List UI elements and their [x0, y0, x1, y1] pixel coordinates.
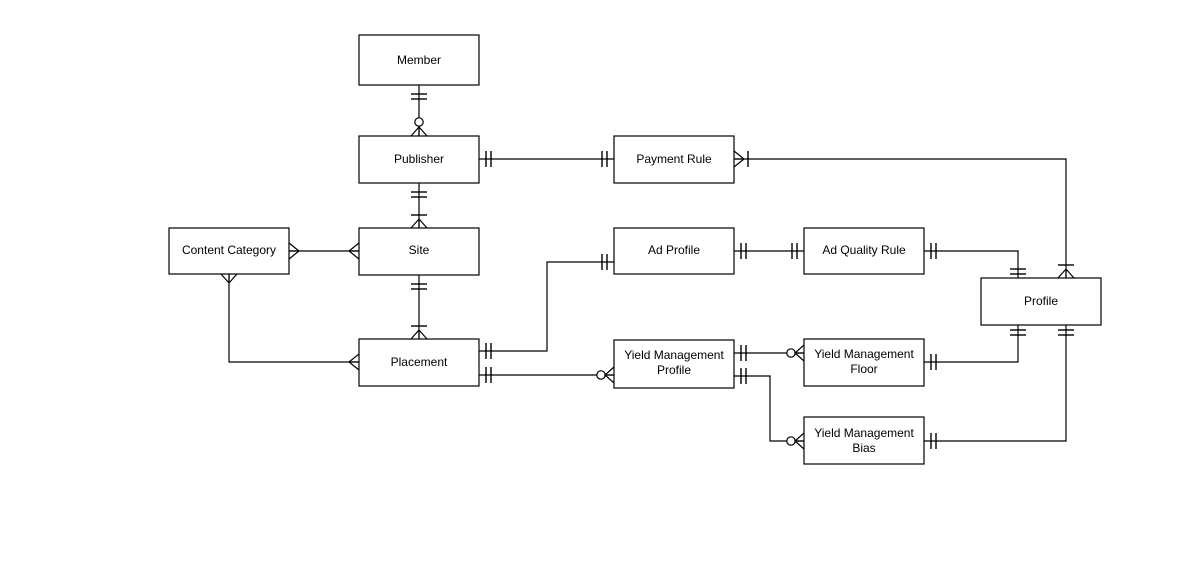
- entity-label-ym-bias-line2: Bias: [852, 441, 875, 455]
- cardinality-symbols: [220, 93, 1075, 450]
- cardinality-one-or-many-site-left: [348, 242, 360, 260]
- cardinality-one-mandatory-publisher-right: [485, 151, 492, 167]
- connector-ym-profile-ym-bias[interactable]: [734, 375, 804, 442]
- connector-ym-floor-profile[interactable]: [924, 325, 1019, 363]
- entity-label-payment-rule: Payment Rule: [636, 152, 712, 166]
- entity-site[interactable]: Site: [358, 227, 480, 276]
- cardinality-one-or-many-content-category-right: [288, 242, 300, 260]
- entity-placement[interactable]: Placement: [358, 338, 480, 387]
- cardinality-one-or-many-placement-top: [410, 325, 428, 340]
- entity-label-ad-profile: Ad Profile: [648, 243, 700, 257]
- cardinality-one-or-many-placement-left: [348, 353, 360, 371]
- cardinality-one-mandatory-ym-profile-right-upper: [740, 345, 747, 361]
- cardinality-one-mandatory-publisher-bottom: [411, 191, 427, 198]
- entity-label-placement: Placement: [391, 355, 448, 369]
- entity-label-ym-bias-line1: Yield Management: [814, 426, 914, 440]
- connector-ad-quality-rule-profile[interactable]: [924, 250, 1019, 278]
- cardinality-one-mandatory-ym-floor-right: [930, 354, 937, 370]
- entity-label-ym-floor-line1: Yield Management: [814, 347, 914, 361]
- cardinality-one-mandatory-profile-bottom-right: [1058, 329, 1074, 336]
- entity-label-content-category: Content Category: [182, 243, 276, 257]
- entity-publisher[interactable]: Publisher: [358, 135, 480, 184]
- entity-label-site: Site: [409, 243, 430, 257]
- cardinality-one-mandatory-placement-right-upper: [485, 343, 492, 359]
- entity-profile[interactable]: Profile: [980, 277, 1102, 326]
- entity-label-publisher: Publisher: [394, 152, 444, 166]
- cardinality-one-mandatory-placement-right-lower: [485, 367, 492, 383]
- cardinality-one-or-many-profile-top-right: [1057, 264, 1075, 279]
- entity-ym-bias[interactable]: Yield Management Bias: [803, 416, 925, 465]
- entity-label-ym-profile-line2: Profile: [657, 363, 691, 377]
- entity-boxes: Member Publisher Payment Rule Content Ca…: [168, 34, 1102, 465]
- connector-payment-rule-profile[interactable]: [734, 158, 1067, 278]
- connector-placement-ad-profile[interactable]: [479, 261, 614, 352]
- cardinality-one-or-many-site-top: [410, 214, 428, 229]
- entity-ym-profile[interactable]: Yield Management Profile: [613, 339, 735, 389]
- cardinality-one-mandatory-ym-profile-right-lower: [740, 368, 747, 384]
- cardinality-one-mandatory-profile-bottom-left: [1010, 329, 1026, 336]
- entity-label-member: Member: [397, 53, 441, 67]
- cardinality-one-mandatory-ad-quality-rule-right: [930, 243, 937, 259]
- connector-ym-bias-profile[interactable]: [924, 325, 1067, 442]
- cardinality-one-mandatory-ad-quality-rule-left: [791, 243, 798, 259]
- cardinality-one-or-many-payment-rule-right: [733, 150, 749, 168]
- entity-ym-floor[interactable]: Yield Management Floor: [803, 338, 925, 387]
- entity-label-ad-quality-rule: Ad Quality Rule: [822, 243, 906, 257]
- cardinality-one-mandatory-profile-top-left: [1010, 268, 1026, 275]
- entity-label-profile: Profile: [1024, 294, 1058, 308]
- cardinality-one-mandatory-ym-bias-right: [930, 433, 937, 449]
- cardinality-one-mandatory-member-bottom: [411, 93, 427, 100]
- cardinality-zero-or-many-ym-floor-left: [786, 344, 805, 362]
- entity-ad-quality-rule[interactable]: Ad Quality Rule: [803, 227, 925, 275]
- entity-member[interactable]: Member: [358, 34, 480, 86]
- cardinality-one-mandatory-site-bottom: [411, 283, 427, 290]
- connector-content-category-placement[interactable]: [228, 274, 359, 363]
- cardinality-one-mandatory-payment-rule-left: [601, 151, 608, 167]
- cardinality-zero-or-many-publisher-top: [410, 117, 428, 137]
- cardinality-one-mandatory-ad-profile-right: [740, 243, 747, 259]
- cardinality-one-mandatory-ad-profile-left: [601, 254, 608, 270]
- cardinality-zero-or-many-ym-bias-left: [786, 432, 805, 450]
- cardinality-one-or-many-content-category-bottom: [220, 273, 238, 284]
- cardinality-zero-or-many-ym-profile-left: [596, 366, 615, 384]
- entity-label-ym-profile-line1: Yield Management: [624, 348, 724, 362]
- entity-label-ym-floor-line2: Floor: [850, 362, 877, 376]
- entity-ad-profile[interactable]: Ad Profile: [613, 227, 735, 275]
- entity-payment-rule[interactable]: Payment Rule: [613, 135, 735, 184]
- entity-content-category[interactable]: Content Category: [168, 227, 290, 275]
